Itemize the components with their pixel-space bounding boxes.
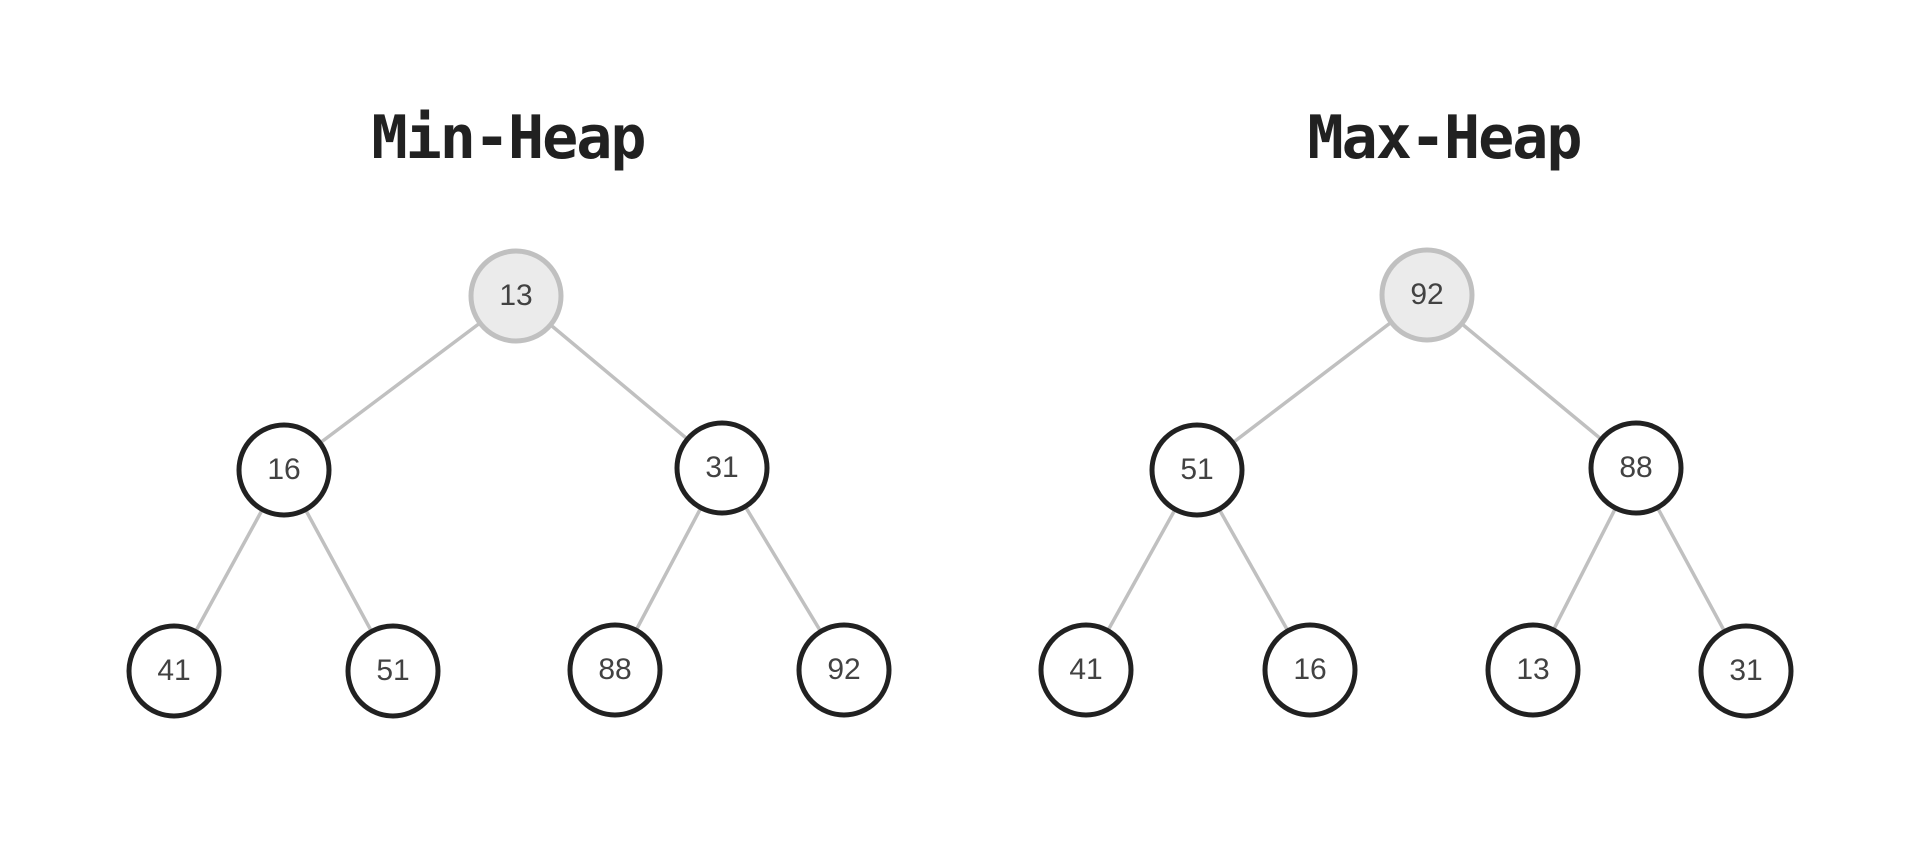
heap-node-circle <box>345 623 441 719</box>
heap-node-circle <box>236 422 332 518</box>
heap-node-circle <box>126 623 222 719</box>
heap-root-node-circle <box>1379 247 1475 343</box>
heap-node-circle <box>1038 622 1134 718</box>
heap-node-circle <box>1485 622 1581 718</box>
heap-root-node-circle <box>468 248 564 344</box>
tree-edge <box>282 294 518 472</box>
heap-node-circle <box>796 622 892 718</box>
diagram-title-max-heap: Max-Heap <box>1307 103 1583 173</box>
heap-node-circle <box>1262 622 1358 718</box>
tree-edge <box>1195 293 1429 472</box>
heap-node-circle <box>567 622 663 718</box>
heap-node-circle <box>674 420 770 516</box>
heap-node-circle <box>1588 420 1684 516</box>
heap-node-circle <box>1698 623 1794 719</box>
heap-node-circle <box>1149 422 1245 518</box>
diagram-title-min-heap: Min-Heap <box>371 103 647 173</box>
